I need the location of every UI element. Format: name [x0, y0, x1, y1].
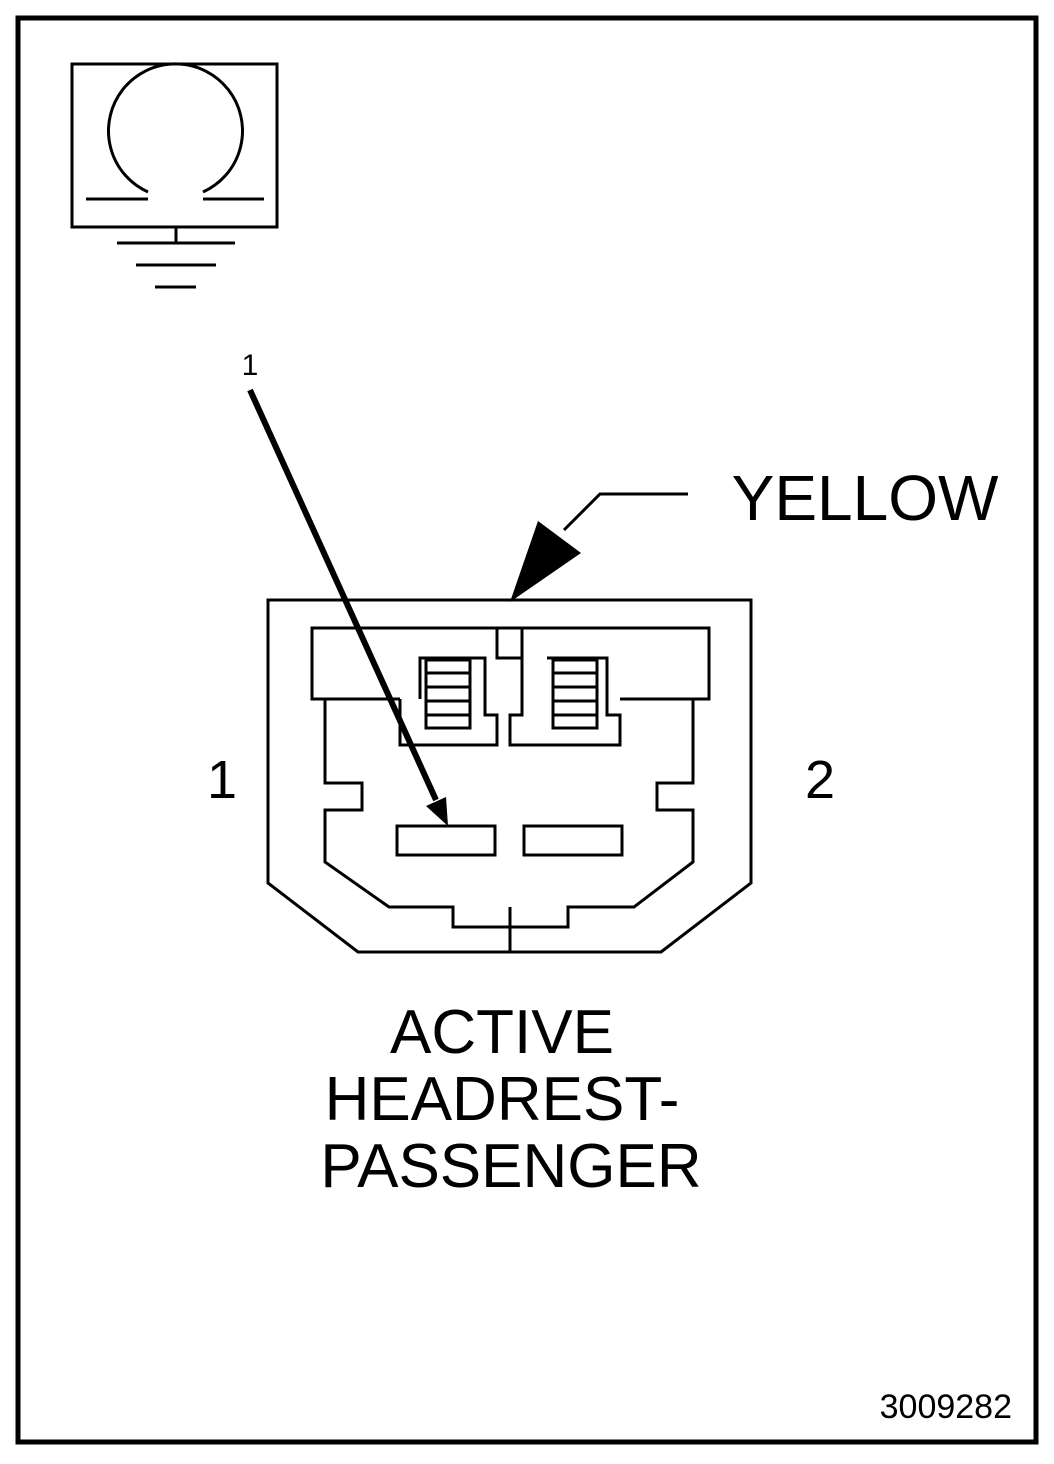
figure-number: 3009282 — [880, 1388, 1012, 1426]
callout-1-leader — [247, 388, 448, 826]
connector-housing — [266, 598, 753, 954]
pin-2-contact — [522, 824, 624, 857]
pin-1-contact — [395, 824, 497, 857]
wire-color-leader — [510, 492, 688, 602]
pin-1-label: 1 — [207, 750, 237, 810]
component-title-line-1: ACTIVE — [390, 998, 614, 1067]
callout-number: 1 — [242, 349, 259, 382]
wire-color-label: YELLOW — [732, 462, 999, 534]
component-title-line-2: HEADREST- — [325, 1065, 680, 1134]
pin-2-label: 2 — [805, 750, 835, 810]
ohmmeter-ground-icon — [70, 62, 279, 289]
diagram-border — [15, 15, 1039, 1445]
component-title-line-3: PASSENGER — [320, 1132, 701, 1201]
